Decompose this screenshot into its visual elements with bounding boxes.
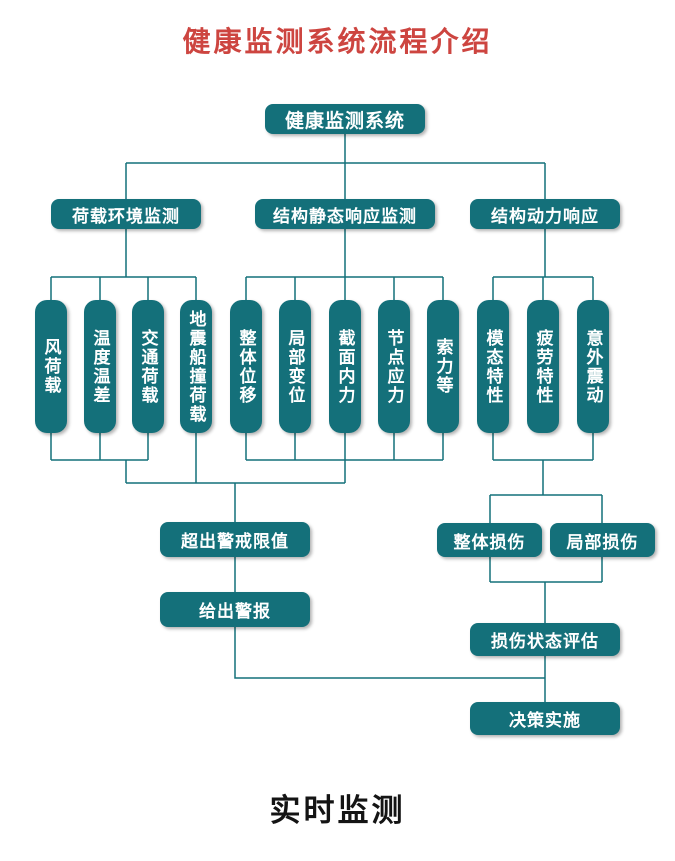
leaf-global-displacement: 整体位移: [230, 300, 262, 433]
leaf-accidental-vibration: 意外震动: [577, 300, 609, 433]
connector-static-distribution: [245, 229, 444, 300]
node-global-damage: 整体损伤: [437, 523, 542, 557]
realtime-monitoring-caption: 实时监测: [269, 793, 406, 828]
leaf-wind-load: 风荷载: [35, 300, 67, 433]
node-damage-state-assessment: 损伤状态评估: [470, 623, 620, 656]
leaf-section-internal-force: 截面内力: [329, 300, 361, 433]
node-branch-load-environment: 荷载环境监测: [51, 199, 201, 229]
node-give-alarm: 给出警报: [160, 592, 310, 627]
leaf-modal-characteristics: 模态特性: [477, 300, 509, 433]
node-decision-implementation: 决策实施: [470, 702, 620, 735]
connector-loadenv-distribution: [50, 229, 197, 300]
leaf-traffic-load: 交通荷载: [132, 300, 164, 433]
leaf-fatigue-characteristics: 疲劳特性: [527, 300, 559, 433]
leaf-earthquake-ship-impact-load: 地震船撞荷载: [180, 300, 212, 433]
node-root: 健康监测系统: [265, 104, 425, 134]
connector-static-collector: [245, 433, 444, 483]
leaf-local-deformation: 局部变位: [279, 300, 311, 433]
node-local-damage: 局部损伤: [550, 523, 655, 557]
connector-merge-to-exceed: [126, 482, 345, 522]
node-branch-static-response: 结构静态响应监测: [255, 199, 435, 229]
connector-loadenv-collector: [50, 433, 197, 483]
connector-dynamic-to-damage: [489, 433, 603, 523]
page-title: 健康监测系统流程介绍: [182, 26, 493, 57]
connector-dynamic-distribution: [492, 229, 594, 300]
connector-root-to-branches: [125, 134, 546, 199]
leaf-temperature-difference: 温度温差: [84, 300, 116, 433]
connector-damage-merge: [489, 557, 603, 623]
leaf-cable-force: 索力等: [427, 300, 459, 433]
connector-alarm-branch: [234, 557, 545, 679]
node-exceed-warning-limit: 超出警戒限值: [160, 522, 310, 557]
leaf-node-stress: 节点应力: [378, 300, 410, 433]
node-branch-dynamic-response: 结构动力响应: [470, 199, 620, 229]
